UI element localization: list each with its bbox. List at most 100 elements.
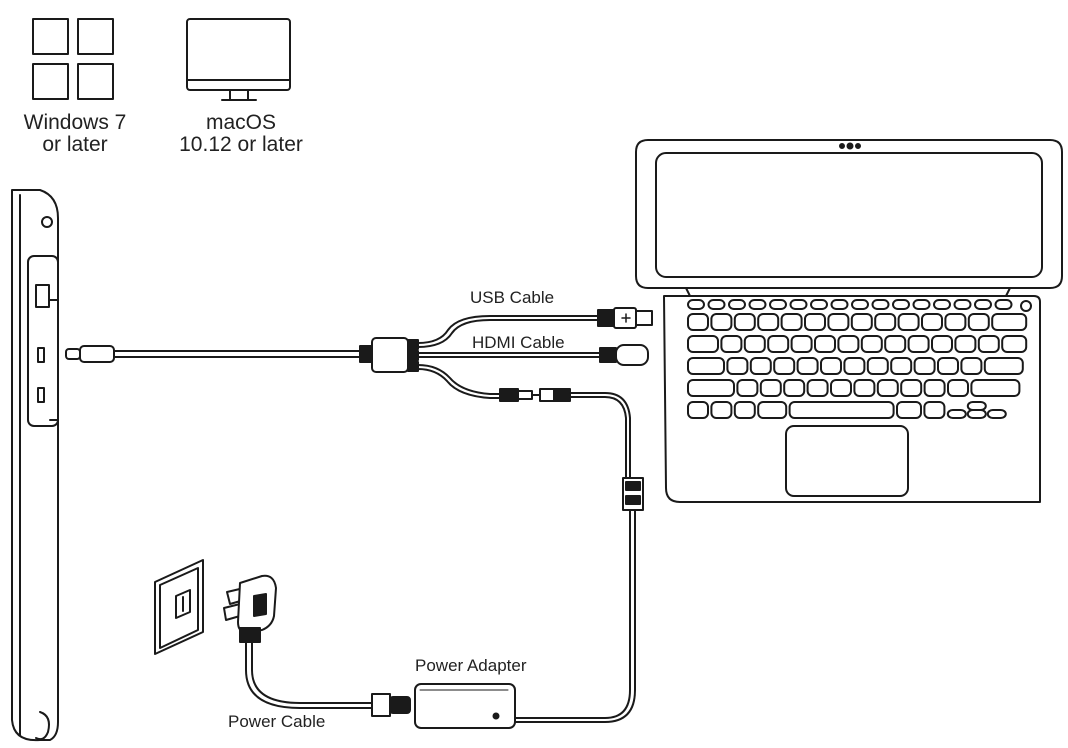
- keyboard-key: [726, 357, 749, 375]
- laptop-keyboard: [687, 299, 1028, 419]
- keyboard-key: [757, 401, 788, 419]
- keyboard-key: [769, 299, 787, 310]
- macos-version-note: 10.12 or later: [179, 133, 303, 157]
- keyboard-key: [720, 335, 743, 353]
- wall-socket: [154, 559, 204, 655]
- keyboard-key: [967, 313, 990, 331]
- keyboard-key: [892, 299, 910, 310]
- keyboard-key: [748, 299, 767, 310]
- monitor-icon: [186, 18, 291, 101]
- keyboard-key: [860, 335, 883, 353]
- keyboard-key: [884, 335, 907, 353]
- keyboard-key: [966, 409, 987, 419]
- mains-plug: [223, 574, 277, 643]
- keyboard-key: [773, 357, 796, 375]
- usb-c-connector: [65, 345, 115, 363]
- keyboard-key: [790, 335, 813, 353]
- windows-version-note: or later: [42, 133, 108, 157]
- keyboard-key: [923, 379, 946, 397]
- keyboard-key: [983, 357, 1024, 375]
- windows-requirement: Windows 7 or later: [12, 111, 138, 157]
- keyboard-key: [991, 313, 1028, 331]
- keyboard-key: [780, 313, 803, 331]
- power-branch-cable: [417, 364, 571, 402]
- keyboard-key: [986, 409, 1007, 419]
- keyboard-key: [810, 299, 828, 310]
- windows-logo-icon: [32, 18, 114, 100]
- usb-cable: [417, 307, 653, 348]
- keyboard-key: [960, 357, 983, 375]
- keyboard-key: [687, 313, 709, 331]
- keyboard-key: [728, 299, 746, 310]
- keyboard-key: [946, 409, 967, 419]
- dc-cable: [513, 392, 644, 723]
- keyboard-key: [788, 401, 895, 419]
- usb-cable-label: USB Cable: [470, 288, 555, 307]
- keyboard-key: [687, 401, 709, 419]
- keyboard-key: [733, 313, 756, 331]
- keyboard-key: [851, 299, 869, 310]
- power-cable-label: Power Cable: [228, 712, 326, 731]
- keyboard-key: [871, 299, 890, 310]
- keyboard-key: [687, 335, 719, 353]
- keyboard-key: [767, 335, 790, 353]
- keyboard-key: [970, 379, 1021, 397]
- keyboard-key: [874, 313, 897, 331]
- pen-display: [11, 189, 59, 742]
- macos-name: macOS: [205, 111, 276, 134]
- keyboard-key: [759, 379, 782, 397]
- keyboard-key: [944, 313, 967, 331]
- keyboard-key: [900, 379, 923, 397]
- power-cable: [245, 639, 411, 717]
- keyboard-key: [837, 335, 860, 353]
- windows-version: Windows 7: [23, 111, 127, 134]
- keyboard-key: [921, 313, 943, 331]
- keyboard-key: [1001, 335, 1028, 353]
- keyboard-key: [687, 357, 725, 375]
- keyboard-key: [923, 401, 946, 419]
- main-cable: [113, 350, 363, 358]
- cable-splitter: [359, 337, 419, 373]
- hdmi-cable: [417, 344, 649, 366]
- keyboard-key: [830, 299, 849, 310]
- keyboard-key: [853, 379, 876, 397]
- keyboard-key: [830, 379, 852, 397]
- keyboard-key: [687, 379, 735, 397]
- keyboard-key: [954, 335, 977, 353]
- hdmi-cable-label: HDMI Cable: [472, 333, 565, 352]
- keyboard-key: [710, 401, 733, 419]
- keyboard-key: [796, 357, 819, 375]
- keyboard-key: [757, 313, 780, 331]
- keyboard-key: [933, 299, 951, 310]
- keyboard-key: [947, 379, 969, 397]
- keyboard-key: [890, 357, 913, 375]
- keyboard-key: [912, 299, 931, 310]
- keyboard-key: [827, 313, 850, 331]
- keyboard-key: [907, 335, 930, 353]
- keyboard-key: [749, 357, 772, 375]
- power-adapter-label: Power Adapter: [415, 656, 527, 675]
- keyboard-key: [850, 313, 873, 331]
- keyboard-key: [994, 299, 1013, 310]
- keyboard-key: [820, 357, 842, 375]
- keyboard-key: [953, 299, 972, 310]
- keyboard-key: [977, 335, 1000, 353]
- keyboard-key: [806, 379, 829, 397]
- keyboard-key: [736, 379, 759, 397]
- keyboard-key: [814, 335, 836, 353]
- keyboard-key: [783, 379, 806, 397]
- laptop: [635, 139, 1063, 503]
- keyboard-key: [897, 313, 920, 331]
- keyboard-key: [707, 299, 726, 310]
- keyboard-key: [804, 313, 826, 331]
- keyboard-key: [789, 299, 808, 310]
- keyboard-key: [876, 379, 899, 397]
- keyboard-key: [743, 335, 766, 353]
- keyboard-key: [687, 299, 705, 310]
- keyboard-key: [710, 313, 733, 331]
- keyboard-key: [931, 335, 953, 353]
- keyboard-key: [974, 299, 992, 310]
- keyboard-key: [896, 401, 922, 419]
- keyboard-key: [843, 357, 866, 375]
